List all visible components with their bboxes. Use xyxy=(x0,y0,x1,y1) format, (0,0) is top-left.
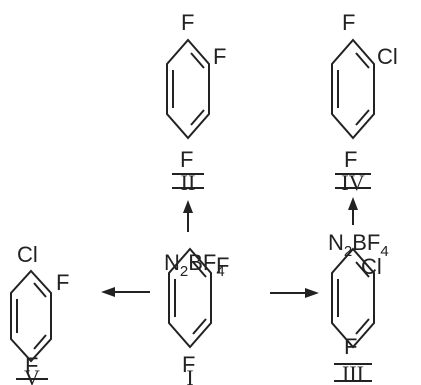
substituent-bottom: F xyxy=(344,334,357,359)
substituent-ortho: Cl xyxy=(377,44,398,69)
substituent-bottom: F xyxy=(182,352,195,377)
arrow-i-to-iii xyxy=(270,288,319,298)
compound-ii: F F F II xyxy=(166,10,226,195)
compound-numeral: V xyxy=(24,365,40,385)
substituent-bottom: F xyxy=(180,147,193,172)
arrow-iii-to-iv xyxy=(348,197,358,225)
substituent-bottom: F xyxy=(344,147,357,172)
substituent-ortho: F xyxy=(216,253,229,278)
benzene-ring xyxy=(331,247,375,349)
substituent-ortho: F xyxy=(213,44,226,69)
compound-numeral: I xyxy=(186,365,193,385)
substituent-ortho: F xyxy=(56,270,69,295)
substituent-top: Cl xyxy=(17,242,38,267)
benzene-ring xyxy=(331,38,375,140)
substituent-bottom: F xyxy=(25,353,38,378)
arrow-i-to-ii xyxy=(183,200,193,232)
diazonium-group: N2BF4 xyxy=(328,230,389,260)
compound-iii: N2BF4 Cl F III xyxy=(328,230,389,385)
substituent-top: F xyxy=(181,10,194,35)
benzene-ring xyxy=(168,247,212,349)
arrow-i-to-v xyxy=(101,287,150,297)
compound-i: N2BF4 F F I xyxy=(164,247,229,385)
compound-numeral: III xyxy=(342,361,364,385)
substituent-ortho: Cl xyxy=(361,254,382,279)
compound-v: Cl F F V xyxy=(10,242,69,385)
benzene-ring xyxy=(10,269,52,363)
compound-iv: F Cl F IV xyxy=(331,10,398,195)
substituent-top: F xyxy=(342,10,355,35)
benzene-ring xyxy=(166,38,210,140)
